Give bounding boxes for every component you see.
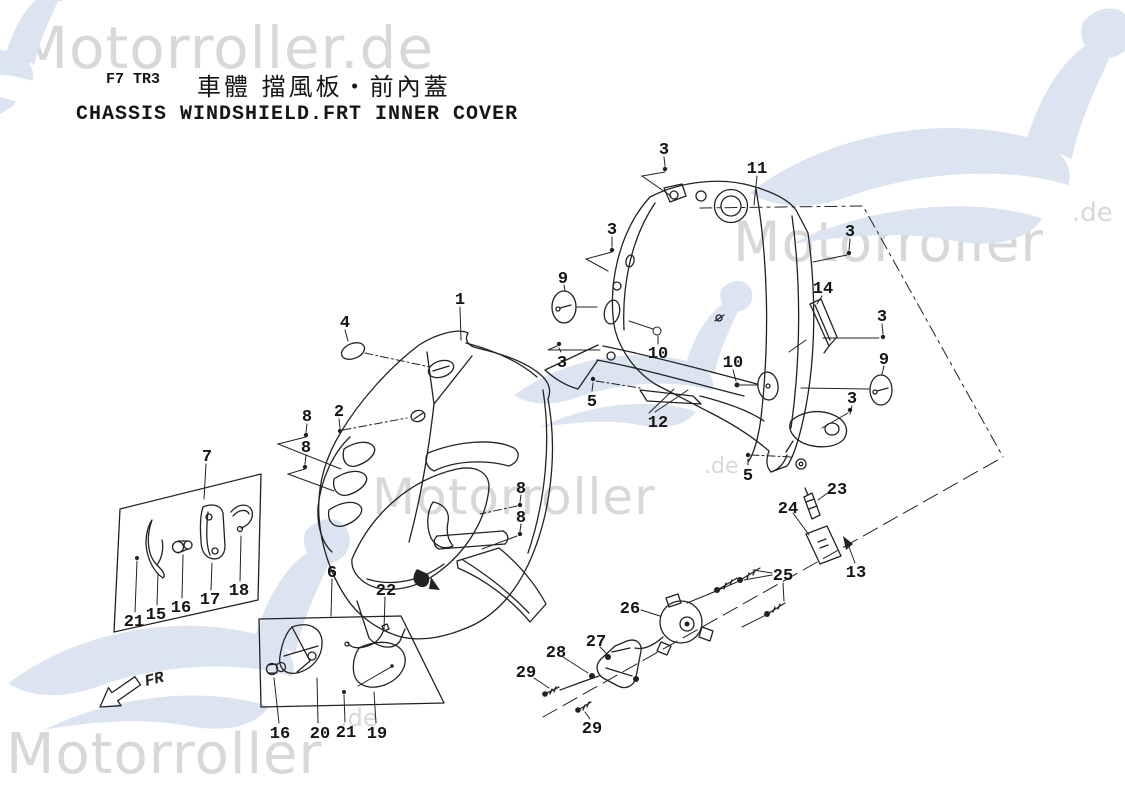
part-label-28: 28 — [546, 644, 566, 663]
part-label-21: 21 — [124, 613, 144, 632]
part-14-drawing — [788, 298, 838, 354]
leader-lines — [134, 156, 886, 724]
part-label-12: 12 — [648, 414, 668, 433]
part-label-8: 8 — [301, 439, 311, 458]
part-label-24: 24 — [778, 500, 798, 519]
part-label-11: 11 — [747, 160, 767, 179]
part-label-16: 16 — [270, 725, 290, 744]
front-direction-arrow: FR — [99, 669, 166, 708]
part-label-29: 29 — [582, 720, 602, 739]
part-label-15: 15 — [146, 606, 166, 625]
part-label-10: 10 — [648, 345, 668, 364]
part-label-29: 29 — [516, 664, 536, 683]
part-label-9: 9 — [558, 270, 568, 289]
watermark-de-bottom: .de — [340, 704, 378, 732]
part-label-5: 5 — [587, 393, 597, 412]
diagram-title-cjk: 車體 擋風板・前內蓋 — [197, 73, 451, 101]
part-label-9: 9 — [879, 351, 889, 370]
part-label-20: 20 — [310, 725, 330, 744]
diagram-title-en: CHASSIS WINDSHIELD.FRT INNER COVER — [76, 103, 519, 126]
watermark-bottom: Motorroller — [6, 722, 323, 787]
part-label-25: 25 — [773, 567, 793, 586]
part-label-3: 3 — [607, 221, 617, 240]
part-label-1: 1 — [455, 291, 465, 310]
construction-lines — [542, 205, 1004, 718]
part-label-5: 5 — [743, 467, 753, 486]
part-label-22: 22 — [376, 582, 396, 601]
fr-label: FR — [143, 669, 166, 691]
detail-box-lock-parts — [113, 473, 262, 633]
part-label-19: 19 — [367, 725, 387, 744]
part-label-3: 3 — [845, 223, 855, 242]
part-label-8: 8 — [302, 408, 312, 427]
part-label-27: 27 — [586, 633, 606, 652]
part-label-16: 16 — [171, 599, 191, 618]
inner-cover-drawing — [544, 180, 848, 473]
part-label-6: 6 — [327, 564, 337, 583]
axis-fasteners-drawing — [686, 487, 853, 628]
horn-and-bracket-drawing — [542, 593, 714, 713]
part-label-7: 7 — [202, 448, 212, 467]
part-label-2: 2 — [334, 403, 344, 422]
part-label-8: 8 — [516, 480, 526, 499]
detail-box-winglet-parts — [258, 615, 445, 708]
part-label-23: 23 — [827, 481, 847, 500]
part-9-grommets — [551, 290, 893, 406]
part-label-4: 4 — [340, 314, 350, 333]
diagram-code: F7 TR3 — [106, 71, 161, 88]
part-label-17: 17 — [200, 591, 220, 610]
watermark-de-center: .de — [704, 454, 739, 479]
part-label-8: 8 — [516, 509, 526, 528]
part-label-3: 3 — [847, 390, 857, 409]
part-label-13: 13 — [846, 564, 866, 583]
part-label-14: 14 — [813, 280, 833, 299]
part-label-3: 3 — [557, 354, 567, 373]
part-label-3: 3 — [877, 308, 887, 327]
front-cover-drawing — [317, 330, 554, 648]
part-label-26: 26 — [620, 600, 640, 619]
watermark-de-right: .de — [1072, 198, 1113, 228]
part-label-10: 10 — [723, 354, 743, 373]
part-label-21: 21 — [336, 724, 356, 743]
part-label-3: 3 — [659, 141, 669, 160]
part-label-18: 18 — [229, 582, 249, 601]
watermark-top: Motorroller.de — [18, 14, 435, 82]
